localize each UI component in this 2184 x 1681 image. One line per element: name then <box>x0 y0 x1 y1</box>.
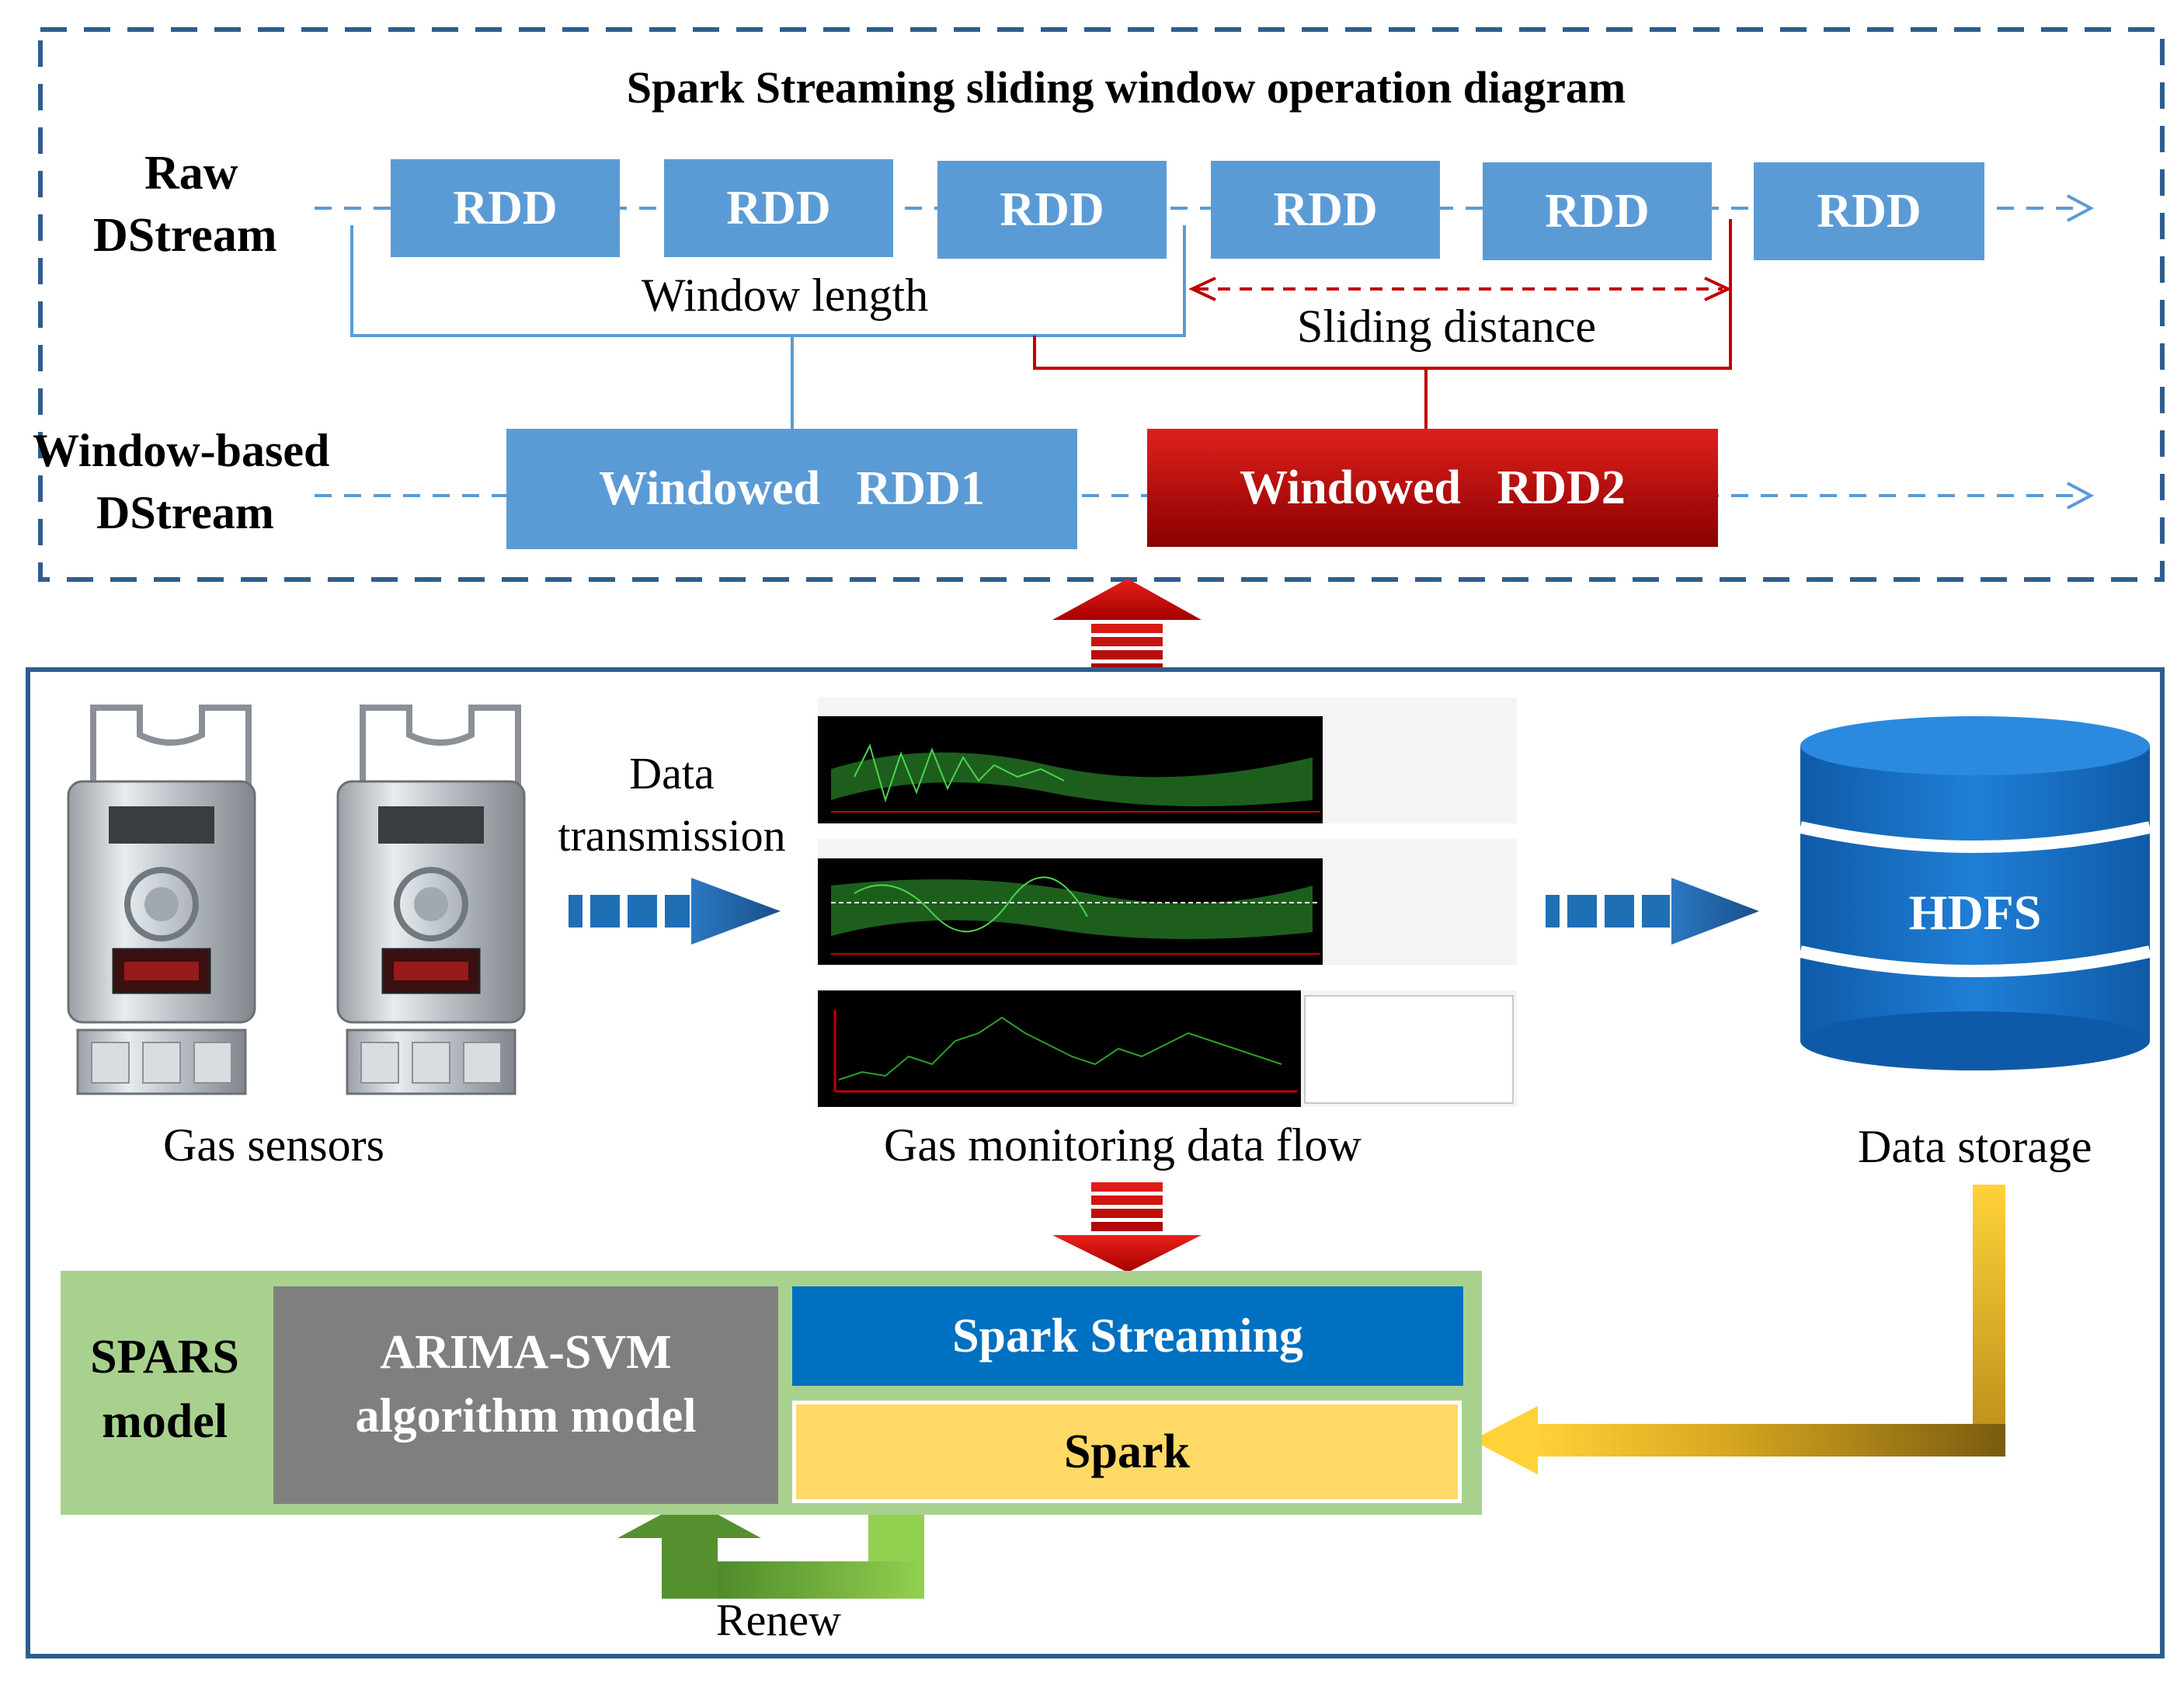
windowed-rdd1-box: Windowed RDD1 <box>506 429 1077 549</box>
data-transmission-label-line2: transmission <box>558 810 786 861</box>
window-based-label-line1: Window-based <box>33 425 330 476</box>
gas-sensors-label: Gas sensors <box>163 1119 384 1171</box>
system-flow-frame <box>26 667 2165 1658</box>
hdfs-cylinder-icon <box>1799 716 2151 1070</box>
monitoring-panel-3 <box>818 990 1517 1107</box>
windowed-rdd2-box: Windowed RDD2 <box>1147 429 1718 547</box>
arima-label-line1: ARIMA-SVM <box>380 1326 672 1379</box>
window-length-bracket <box>350 225 1186 337</box>
down-arrow-icon <box>1052 1182 1202 1272</box>
transmission-arrow-icon <box>569 878 781 945</box>
rdd-box: RDD <box>937 161 1167 259</box>
raw-dstream-label-line1: Raw <box>144 147 238 200</box>
raw-dstream-label-line2: DStream <box>93 209 277 262</box>
gas-sensor-icon <box>336 705 526 1095</box>
storage-arrow-icon <box>1546 878 1759 945</box>
sliding-distance-label: Sliding distance <box>1297 301 1596 352</box>
diagram-title: Spark Streaming sliding window operation… <box>626 61 1626 113</box>
arima-svm-box <box>273 1286 778 1504</box>
monitoring-panel-2 <box>818 839 1517 965</box>
hdfs-label: HDFS <box>1908 885 2042 940</box>
rdd-box: RDD <box>664 159 893 257</box>
sliding-bracket <box>1033 219 1732 370</box>
data-transmission-label-line1: Data <box>629 748 715 799</box>
spars-label-line1: SPARS <box>90 1331 239 1383</box>
spark-box: Spark <box>792 1401 1462 1503</box>
rdd-box: RDD <box>1483 162 1712 260</box>
renew-arrow-icon <box>617 1499 924 1599</box>
window-diagram-frame <box>38 27 2165 582</box>
window-length-label: Window length <box>642 270 929 321</box>
up-arrow-icon <box>1052 579 1202 671</box>
arima-label-line2: algorithm model <box>355 1390 697 1443</box>
renew-label: Renew <box>716 1595 842 1645</box>
window-based-label-line2: DStream <box>96 487 274 538</box>
rdd-box: RDD <box>391 159 620 257</box>
raw-dstream-arrowhead <box>2067 194 2095 222</box>
gas-monitoring-label: Gas monitoring data flow <box>884 1119 1362 1171</box>
monitoring-panel-1 <box>818 698 1517 823</box>
data-storage-label: Data storage <box>1858 1121 2092 1172</box>
window-dstream-arrowhead <box>2067 482 2095 510</box>
rdd-box: RDD <box>1211 161 1440 259</box>
spars-label-line2: model <box>102 1395 228 1448</box>
gas-sensor-icon <box>67 705 256 1095</box>
storage-to-spark-arrow-icon <box>1472 1185 2005 1474</box>
spark-streaming-box: Spark Streaming <box>792 1286 1463 1386</box>
rdd-box: RDD <box>1754 162 1984 260</box>
